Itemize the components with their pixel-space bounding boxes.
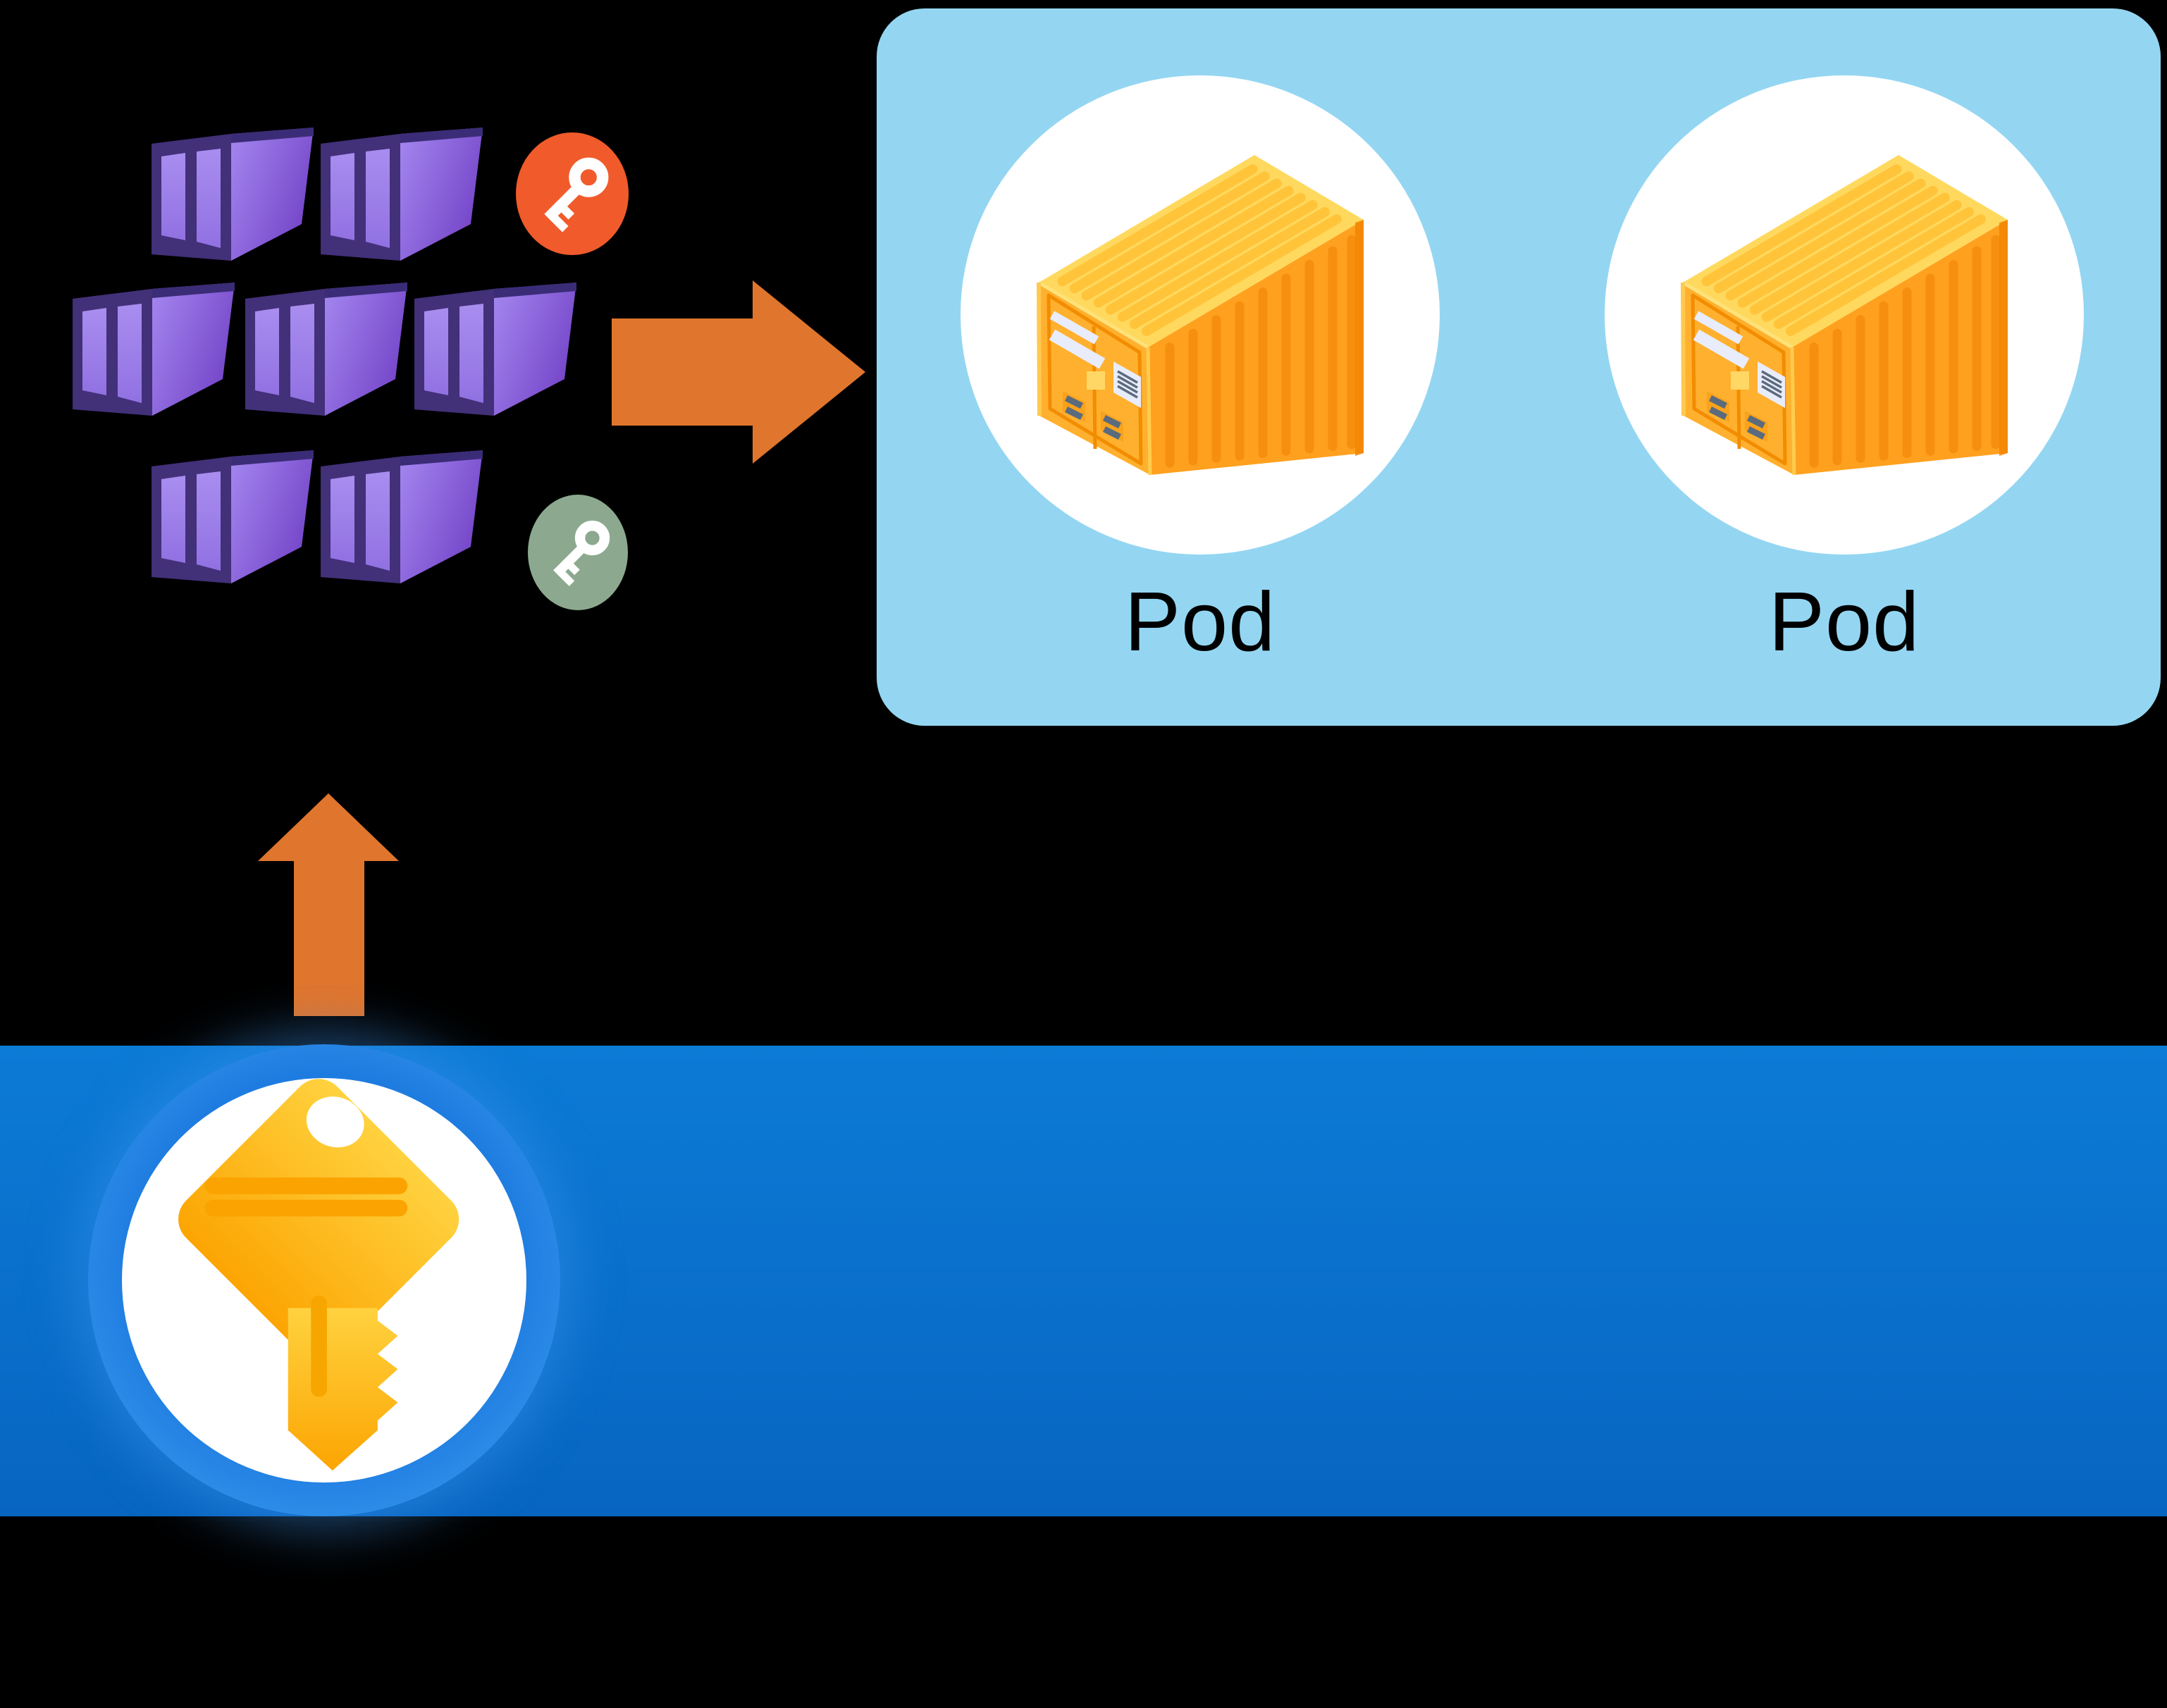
pod-label: Pod (1124, 575, 1276, 669)
vault-key-icon (178, 1079, 459, 1471)
container-registry-icon (321, 124, 484, 273)
key-badge-secondary (528, 495, 628, 610)
up-arrow-icon (258, 793, 399, 1016)
container-registry-icon (73, 279, 236, 428)
key-icon (526, 147, 619, 240)
container-registry-icon (414, 279, 578, 428)
container-registry-icon (152, 447, 315, 596)
cargo-container-icon (1679, 153, 2010, 477)
pods-panel: Pod Pod (877, 8, 2161, 726)
pod-1: Pod (961, 75, 1440, 664)
pod-label: Pod (1768, 575, 1920, 669)
pod-circle (1605, 75, 2084, 555)
pod-2: Pod (1605, 75, 2084, 664)
right-arrow-icon (612, 280, 865, 464)
container-registry-icon (245, 279, 409, 428)
pod-circle (961, 75, 1440, 555)
cargo-container-icon (1035, 153, 1366, 477)
container-registry-icon (152, 124, 315, 273)
key-badge-primary (516, 132, 629, 255)
container-registry-icon (321, 447, 484, 596)
key-vault-icon (88, 1044, 560, 1516)
key-icon (537, 512, 619, 593)
